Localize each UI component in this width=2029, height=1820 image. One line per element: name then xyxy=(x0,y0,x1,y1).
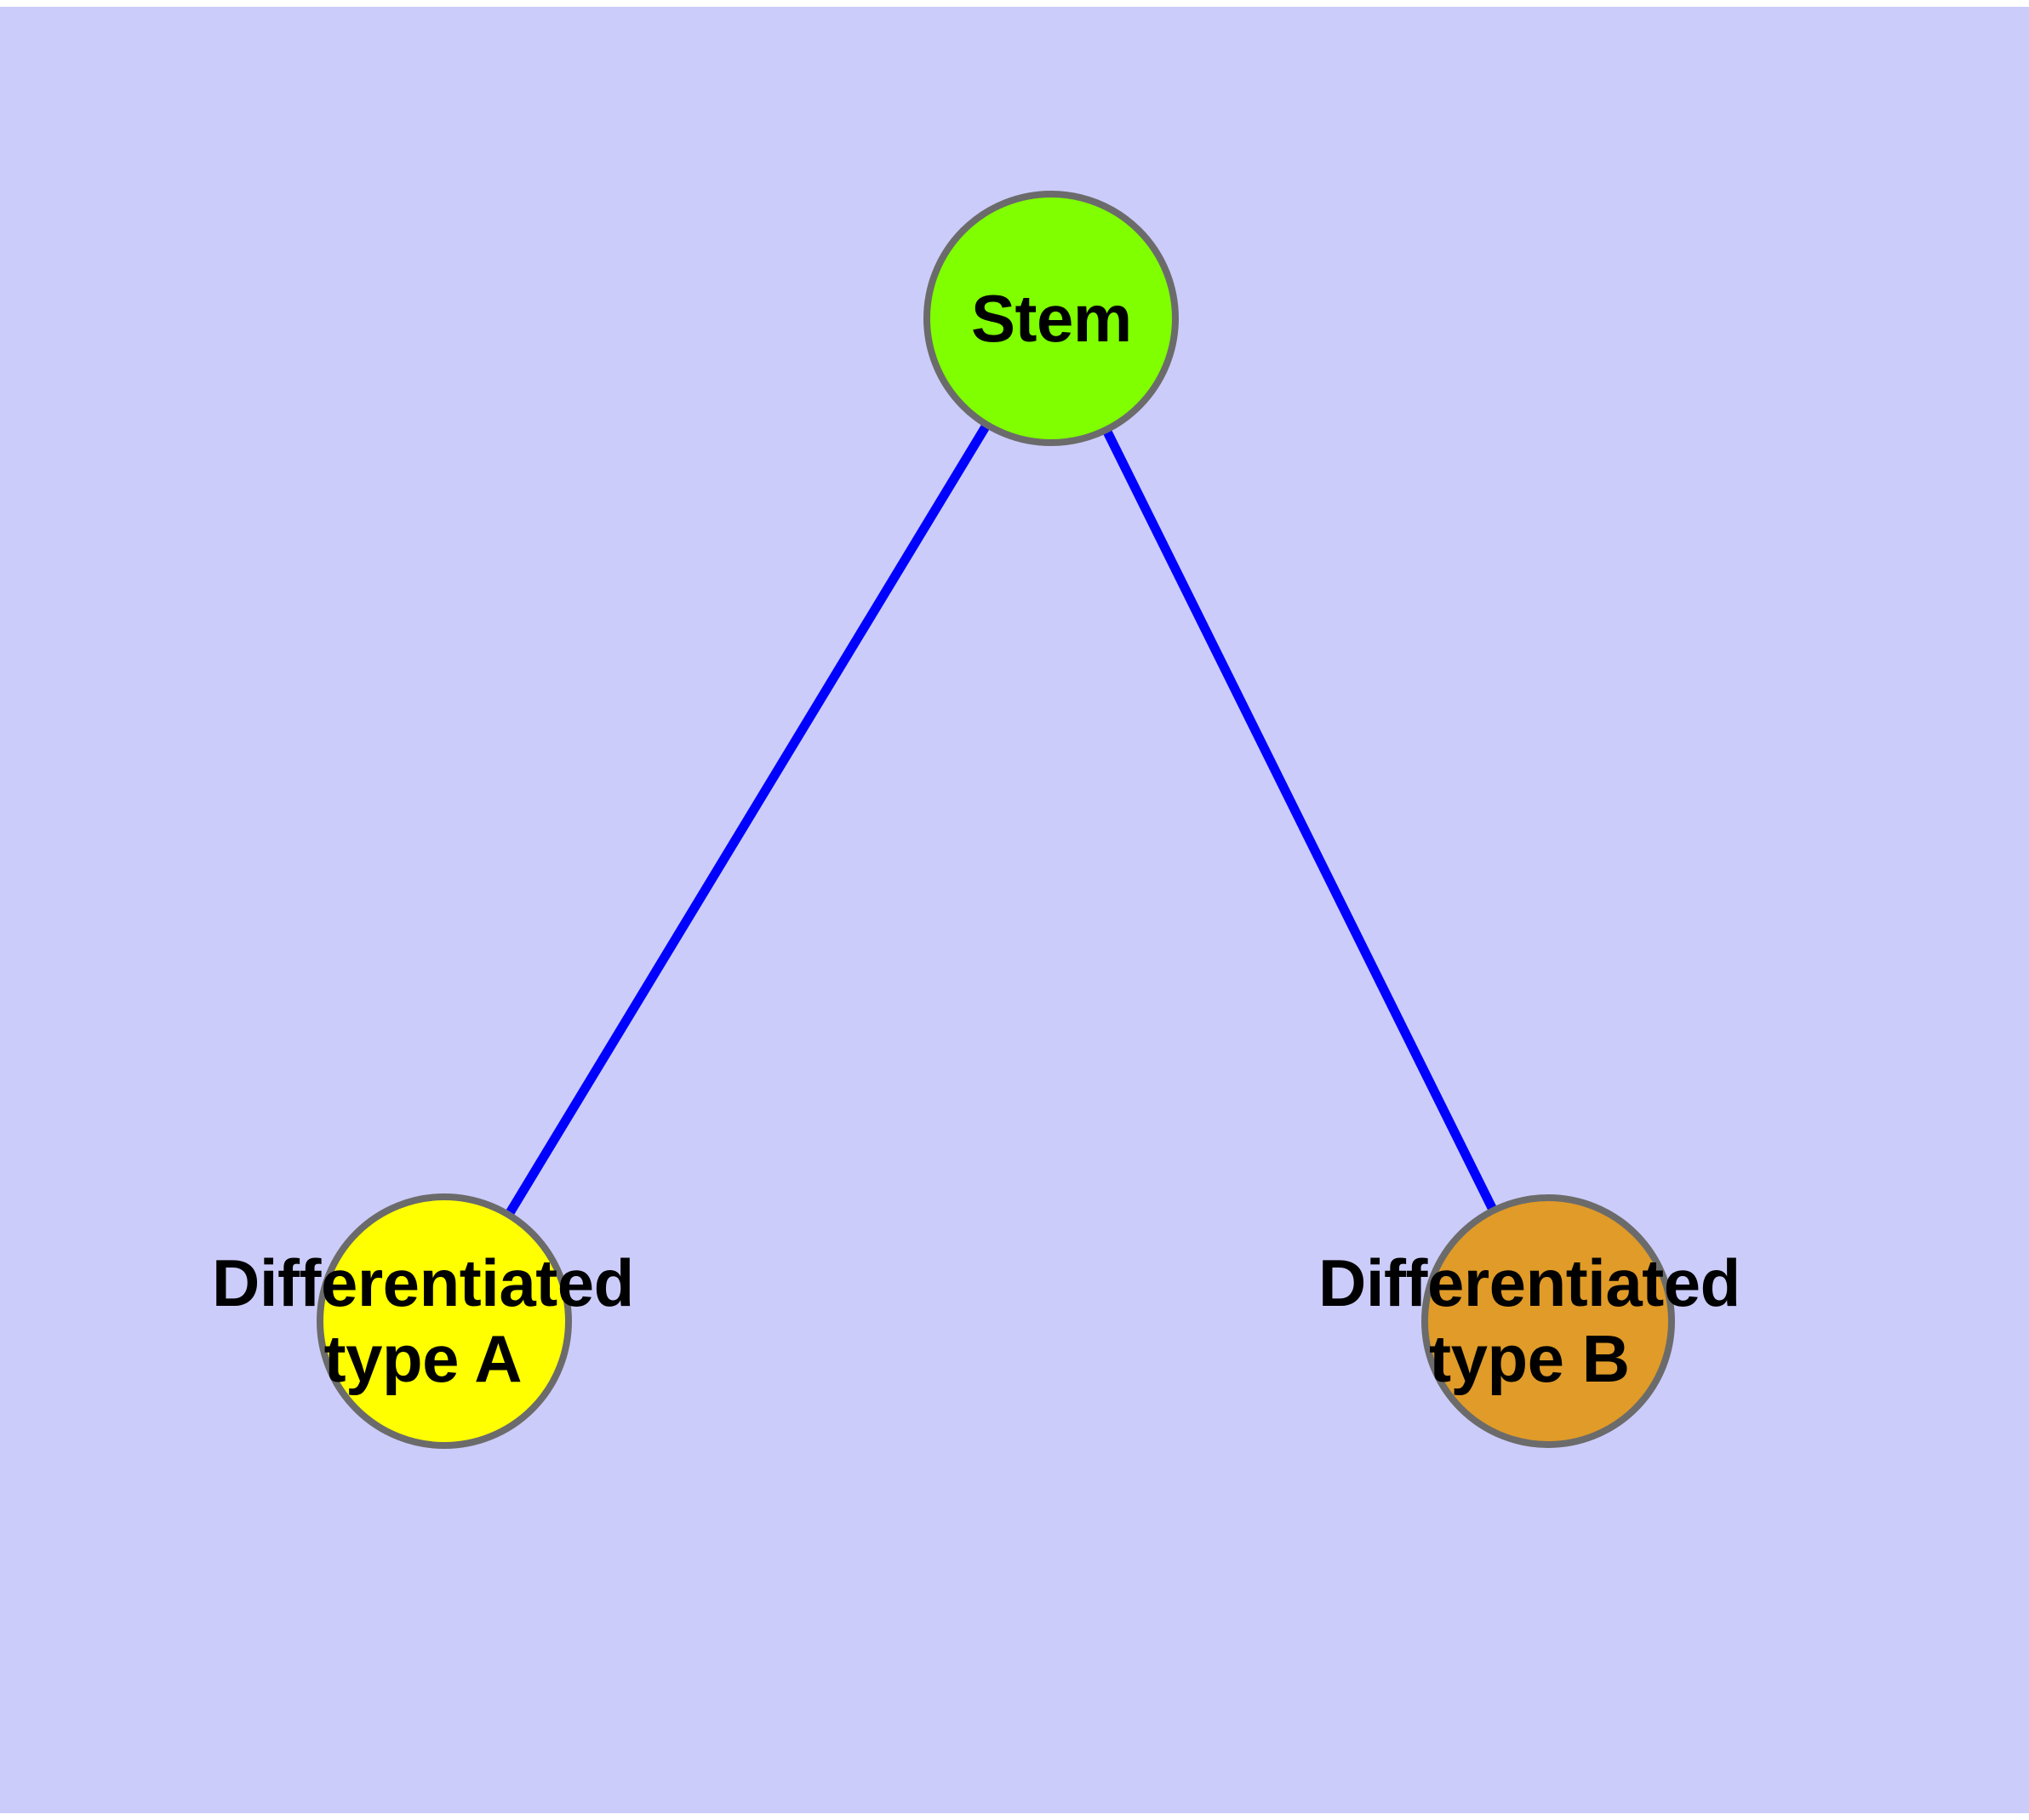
edges-layer xyxy=(503,421,1499,1219)
node-circle-stem[interactable] xyxy=(923,191,1179,446)
edge-stem-diff_a[interactable] xyxy=(503,421,992,1219)
node-circle-diff_a[interactable] xyxy=(317,1193,572,1449)
node-label-diff_a: Differentiated type A xyxy=(212,1245,634,1396)
node-label-stem: Stem xyxy=(971,281,1132,356)
node-label-diff_b: Differentiated type B xyxy=(1318,1245,1740,1396)
node-circle-diff_b[interactable] xyxy=(1421,1194,1675,1448)
nodes-layer xyxy=(317,191,1675,1449)
edge-stem-diff_b[interactable] xyxy=(1101,426,1499,1215)
